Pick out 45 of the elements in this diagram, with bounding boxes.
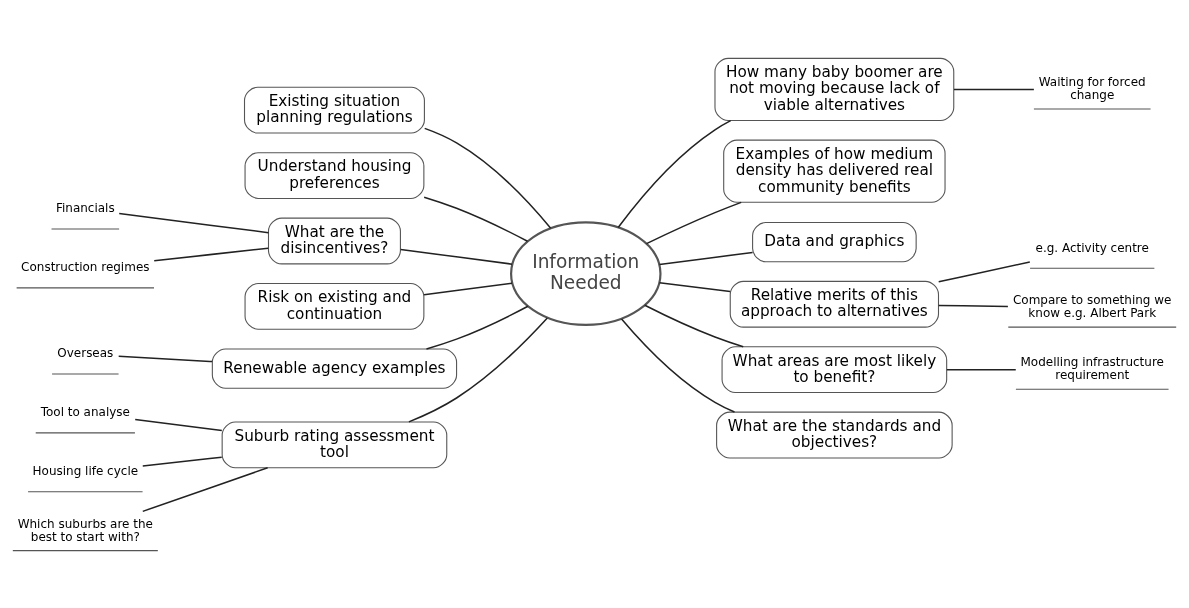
- node-box: Examples of how medium density has delivered real community benefits: [723, 139, 946, 203]
- node-box: Risk on existing and continuation: [244, 282, 425, 330]
- node-text: Financials: [55, 200, 115, 215]
- node-box: What are the disincentives?: [267, 217, 401, 264]
- node-text: Modelling infrastructure requirement: [1020, 354, 1164, 382]
- connector: [937, 304, 1009, 307]
- node-box: Relative merits of this approach to alternatives: [729, 280, 940, 328]
- connector: [408, 316, 549, 423]
- connector: [425, 305, 529, 350]
- node-text: Tool to analyse: [40, 404, 130, 419]
- node-ellipse: Information Needed: [510, 220, 662, 326]
- connector: [134, 418, 223, 431]
- node-text: Construction regimes: [21, 259, 150, 274]
- connector: [399, 248, 513, 265]
- node-box: What areas are most likely to benefit?: [721, 345, 948, 393]
- connector: [658, 251, 754, 265]
- node-text: Compare to something we know e.g. Albert Park: [1013, 292, 1172, 320]
- node-box: What are the standards and objectives?: [716, 411, 953, 458]
- connector: [617, 119, 732, 228]
- connector: [117, 354, 213, 362]
- node-box: Suburb rating assessment tool: [221, 420, 448, 468]
- connector: [423, 127, 552, 229]
- connector: [620, 317, 736, 413]
- connector: [423, 281, 513, 296]
- node-text: Which suburbs are the best to start with?: [17, 516, 153, 544]
- node-box: Understand housing preferences: [244, 151, 425, 199]
- node-box: Existing situation planning regulations: [243, 86, 425, 134]
- connector: [423, 195, 529, 242]
- connector: [946, 368, 1017, 370]
- connector: [142, 466, 269, 512]
- node-text: Housing life cycle: [32, 463, 139, 478]
- connector: [153, 246, 270, 262]
- connector: [645, 201, 742, 244]
- node-box: How many baby boomer are not moving because lack of viable alternatives: [714, 57, 955, 121]
- connector: [142, 455, 223, 467]
- node-box: Renewable agency examples: [211, 347, 458, 389]
- node-text: e.g. Activity centre: [1035, 240, 1149, 255]
- connector: [937, 260, 1031, 283]
- connector: [658, 281, 731, 292]
- node-text: Waiting for forced change: [1038, 74, 1146, 102]
- node-text: Overseas: [57, 345, 114, 360]
- node-box: Data and graphics: [752, 221, 917, 262]
- connector: [118, 212, 270, 233]
- connector: [953, 88, 1035, 90]
- connector: [644, 303, 744, 347]
